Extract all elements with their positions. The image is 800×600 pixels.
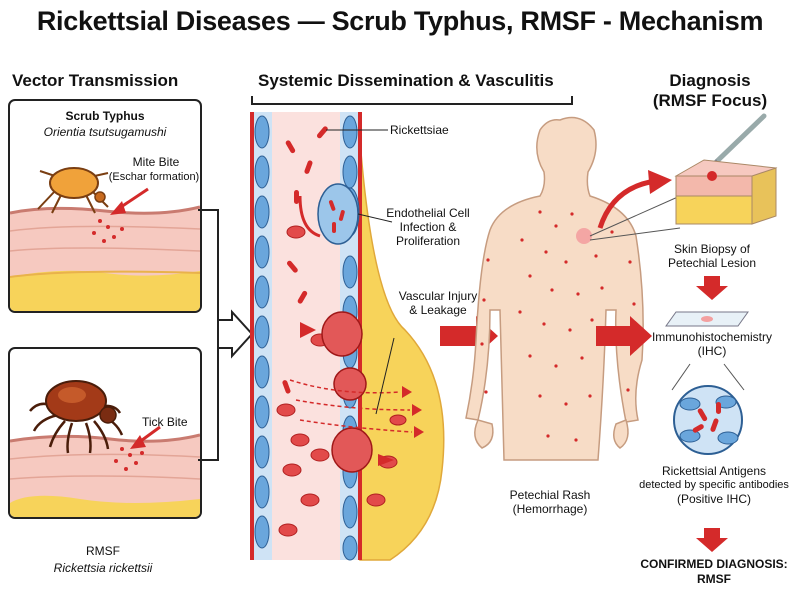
antigens-label: Rickettsial Antigens detected by specifi… [628,464,800,506]
tick-bite-label: Tick Bite [142,415,188,429]
vector-heading: Vector Transmission [12,71,179,90]
confirmed-line-1: CONFIRMED DIAGNOSIS: [640,557,788,571]
rash-line-1: Petechial Rash [509,488,591,502]
ihc-line-2: (IHC) [697,344,727,358]
endothelial-line-3: Proliferation [395,234,461,248]
antigens-line-2: detected by specific antibodies [639,479,789,491]
rmsf-panel: Tick Bite [8,347,202,519]
ihc-line-1: Immunohistochemistry [651,330,773,344]
injury-line-1: Vascular Injury [398,289,478,303]
mite-skin-illustration [10,167,200,311]
scrub-typhus-label: Scrub Typhus [65,109,145,123]
rmsf-label: RMSF [86,544,120,558]
endothelial-line-2: Infection & [399,220,457,234]
eschar-label: (Eschar formation) [108,171,200,183]
diagnosis-line-1: Diagnosis [669,71,751,90]
antigens-line-3: (Positive IHC) [676,492,751,506]
rash-line-2: (Hemorrhage) [512,502,588,516]
tick-skin-illustration [10,380,200,517]
mite-bite-label: Mite Bite [132,155,180,169]
biopsy-label: Skin Biopsy of Petechial Lesion [650,242,774,270]
endothelial-label: Endothelial Cell Infection & Proliferati… [374,206,482,248]
confirmed-line-2: RMSF [697,572,731,586]
page-title: Rickettsial Diseases — Scrub Typhus, RMS… [36,6,764,36]
orientia-label: Orientia tsutsugamushi [43,125,167,139]
biopsy-line-1: Skin Biopsy of [673,242,751,256]
antigens-line-1: Rickettsial Antigens [661,464,767,478]
mite-icon [37,167,109,214]
scrub-typhus-panel: Scrub Typhus Orientia tsutsugamushi Mite… [8,99,202,313]
biopsy-line-2: Petechial Lesion [667,256,757,270]
ihc-label: Immunohistochemistry (IHC) [640,330,784,358]
vascular-injury-label: Vascular Injury & Leakage [386,289,490,317]
rickettsiae-label: Rickettsiae [390,123,449,137]
injury-line-2: & Leakage [409,303,467,317]
rickettsia-rickettsii-label: Rickettsia rickettsii [53,561,153,575]
petechial-rash-label: Petechial Rash (Hemorrhage) [490,488,610,516]
endothelial-line-1: Endothelial Cell [386,206,470,220]
diagnosis-line-2: (RMSF Focus) [652,91,768,110]
red-arrow-icon-2 [596,316,652,356]
dissemination-heading: Systemic Dissemination & Vasculitis [258,71,554,90]
diagnosis-heading: Diagnosis (RMSF Focus) [640,71,780,111]
confirmed-diagnosis-label: CONFIRMED DIAGNOSIS: RMSF [630,557,798,587]
